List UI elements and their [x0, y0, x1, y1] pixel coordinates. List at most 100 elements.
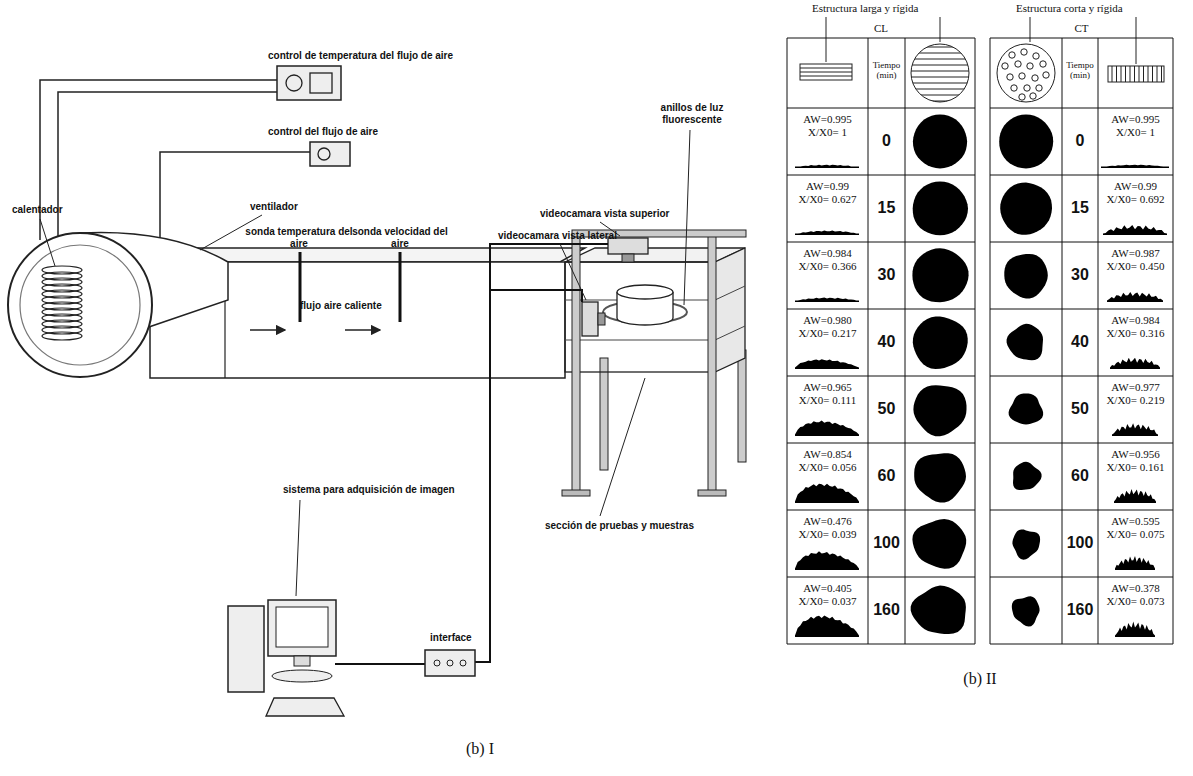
drawing-part [715, 248, 745, 372]
table-rule [990, 38, 1173, 39]
time-value: 100 [1062, 534, 1098, 552]
fiber-section [1002, 63, 1008, 69]
sample-side-view [1110, 358, 1160, 369]
drawing-part [434, 660, 440, 666]
drawing-part [276, 607, 328, 647]
fiber-section [1027, 63, 1033, 69]
sample-side-view [1115, 556, 1155, 570]
moisture-ratio: X/X0= 0.075 [1098, 528, 1173, 541]
moisture-ratio: X/X0= 0.316 [1098, 327, 1173, 340]
column-heading: Tiempo (min) [1062, 60, 1098, 81]
table-rule [787, 309, 975, 310]
drawing-part [622, 254, 634, 262]
fiber-section [1021, 49, 1027, 55]
table-rule [787, 175, 975, 176]
flow-controller [310, 142, 350, 166]
table-rule [990, 309, 1173, 310]
fiber-section [1007, 74, 1013, 80]
table-rule [990, 577, 1173, 578]
table-heading: CT [990, 22, 1173, 35]
drawing-part [294, 656, 310, 666]
fiber-line [1148, 66, 1149, 82]
fiber-section [1009, 52, 1015, 58]
drawing-part [565, 262, 715, 372]
drawing-part [715, 326, 745, 340]
table-rule [787, 376, 975, 377]
fiber-line [905, 47, 975, 48]
sample-side-view [795, 615, 859, 637]
drawing-part [318, 148, 330, 160]
table-rule [868, 38, 869, 644]
long-structure-icon [911, 44, 969, 102]
sample-top-view [913, 385, 966, 436]
stand-leg [572, 235, 580, 493]
component-label: anillos de luz fluorescente [652, 102, 732, 125]
drawing-part [286, 75, 302, 91]
sample-top-view [912, 519, 966, 569]
moisture-ratio: X/X0= 0.219 [1098, 394, 1173, 407]
sample-top-view [914, 453, 966, 502]
sample-side-view [1107, 292, 1163, 302]
water-activity: AW=0.595 [1098, 515, 1173, 528]
sample-top-view [912, 248, 968, 302]
fiber-line [905, 65, 975, 66]
water-activity: AW=0.378 [1098, 582, 1173, 595]
time-value: 0 [1062, 132, 1098, 150]
water-activity: AW=0.984 [1098, 314, 1173, 327]
component-label: sección de pruebas y muestras [545, 520, 735, 532]
structure-label: Estructura corta y rígida [1016, 2, 1156, 15]
sample-top-view [913, 115, 967, 169]
water-activity: AW=0.980 [787, 314, 868, 327]
monitor [268, 600, 336, 656]
time-value: 60 [868, 467, 905, 485]
time-value: 30 [868, 266, 905, 284]
wire [335, 663, 425, 665]
table-rule [990, 108, 1173, 109]
time-value: 160 [868, 601, 905, 619]
wire [58, 92, 277, 246]
moisture-ratio: X/X0= 0.450 [1098, 260, 1173, 273]
moisture-ratio: X/X0= 0.056 [787, 461, 868, 474]
time-value: 160 [1062, 601, 1098, 619]
drawing-part [460, 660, 466, 666]
fiber-line [1157, 66, 1158, 82]
moisture-ratio: X/X0= 0.366 [787, 260, 868, 273]
sample-side-view [1114, 489, 1156, 503]
drawing-part [447, 660, 453, 666]
temperature-probe [299, 252, 302, 322]
fiber-section [1040, 61, 1046, 67]
drawing-part [1002, 49, 1049, 100]
time-value: 40 [1062, 333, 1098, 351]
fiber-line [1125, 66, 1126, 82]
table-rule [1098, 38, 1099, 644]
water-activity: AW=0.99 [787, 180, 868, 193]
wire [475, 290, 582, 662]
fiber-line [905, 71, 975, 72]
table-rule [975, 38, 976, 644]
drawing-part [562, 490, 590, 496]
sample-top-view [1009, 394, 1044, 425]
table-rule [787, 38, 975, 39]
fiber-section [1032, 75, 1038, 81]
drawing-part [800, 68, 852, 69]
moisture-ratio: X/X0= 0.039 [787, 528, 868, 541]
fan-housing [8, 233, 152, 377]
drawing-part [598, 313, 605, 325]
moisture-ratio: X/X0= 0.161 [1098, 461, 1173, 474]
leader-line [1136, 17, 1137, 64]
component-label: sistema para adquisición de imagen [283, 484, 493, 496]
table-rule [990, 242, 1173, 243]
component-label: interface [430, 632, 500, 644]
moisture-ratio: X/X0= 0.217 [787, 327, 868, 340]
time-value: 100 [868, 534, 905, 552]
drawing-part [1112, 66, 1162, 82]
probe-label: sonda temperatura del aire [244, 226, 354, 249]
drawing-part [905, 47, 975, 101]
moisture-ratio: X/X0= 1 [787, 126, 868, 139]
wire [40, 80, 277, 240]
sample-top-view [999, 114, 1053, 168]
sample-side-view [1101, 165, 1169, 168]
time-value: 15 [868, 199, 905, 217]
time-value: 50 [868, 400, 905, 418]
